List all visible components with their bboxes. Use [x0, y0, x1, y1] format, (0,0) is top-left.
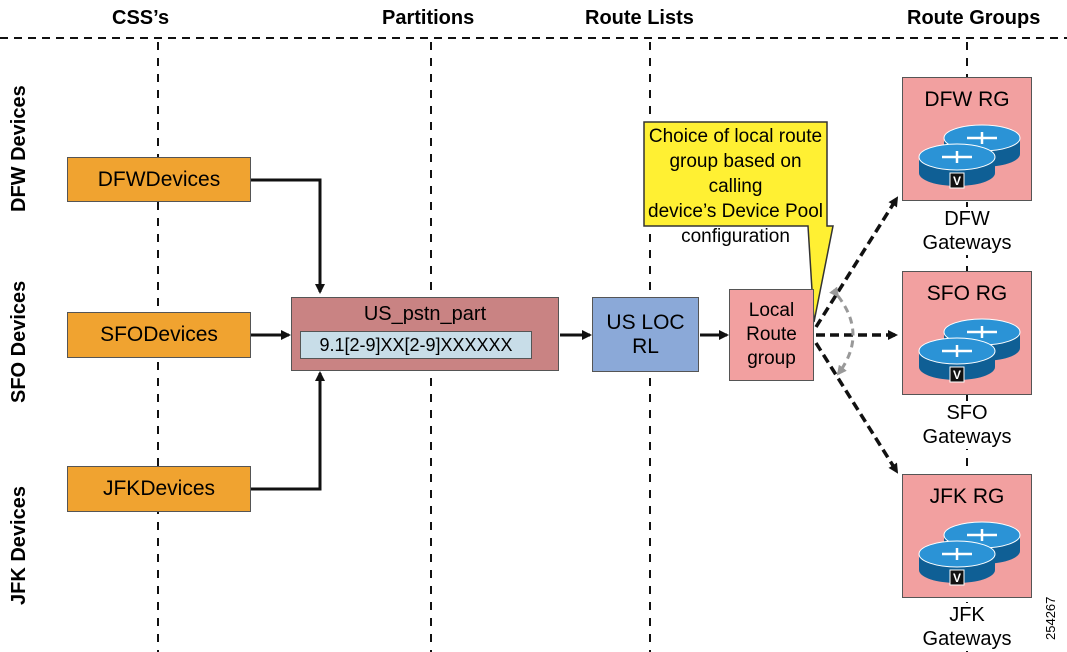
partition-box: US_pstn_part 9.1[2-9]XX[2-9]XXXXXX: [291, 297, 559, 371]
css-box-jfk: JFKDevices: [67, 466, 251, 512]
gateway-site-jfk: JFK: [949, 604, 985, 626]
route-pattern: 9.1[2-9]XX[2-9]XXXXXX: [300, 331, 532, 359]
callout-line4: configuration: [681, 226, 790, 247]
gateway-label-sfo: SFO Gateways: [912, 401, 1022, 449]
gateway-word-sfo: Gateways: [922, 426, 1012, 448]
callout-line2: group based on calling: [669, 151, 802, 197]
route-group-dfw: DFW RG V: [902, 77, 1032, 201]
row-label-jfk: JFK Devices: [8, 486, 30, 605]
router-icon: V: [918, 318, 1021, 383]
lrg-line2: Route: [746, 324, 797, 345]
header-route-lists: Route Lists: [585, 7, 694, 29]
header-css: CSS’s: [112, 7, 170, 29]
callout-line1: Choice of local route: [648, 126, 823, 147]
header-partitions: Partitions: [382, 7, 475, 29]
partition-name: US_pstn_part: [363, 303, 487, 325]
css-box-sfo: SFODevices: [67, 312, 251, 358]
rg-title-jfk: JFK RG: [929, 485, 1005, 508]
local-route-group-box: Local Route group: [729, 289, 814, 381]
route-group-sfo: SFO RG V: [902, 271, 1032, 395]
gateway-label-dfw: DFW Gateways: [912, 207, 1022, 255]
gateway-site-sfo: SFO: [946, 402, 988, 424]
router-badge: V: [953, 571, 961, 585]
route-list-box: US LOC RL: [592, 297, 699, 372]
selection-arc: [829, 286, 855, 376]
lrg-line3: group: [747, 348, 796, 369]
gateway-word-jfk: Gateways: [922, 628, 1012, 650]
route-group-jfk: JFK RG V: [902, 474, 1032, 598]
gateway-label-jfk: JFK Gateways: [912, 603, 1022, 651]
router-icon: V: [918, 124, 1021, 189]
callout-line3: device’s Device Pool: [648, 201, 823, 222]
router-badge: V: [953, 368, 961, 382]
row-label-dfw: DFW Devices: [8, 85, 30, 212]
header-route-groups: Route Groups: [907, 7, 1041, 29]
rg-title-sfo: SFO RG: [926, 282, 1008, 305]
arrow-lrg-to-jfk-rg: [814, 342, 899, 474]
callout-shape: [643, 121, 834, 323]
route-list-line2: RL: [632, 334, 659, 358]
row-label-sfo: SFO Devices: [8, 280, 30, 403]
gateway-site-dfw: DFW: [944, 208, 990, 230]
arrow-jfk-to-partition: [251, 371, 325, 491]
css-box-dfw: DFWDevices: [67, 157, 251, 202]
arrow-dfw-to-partition: [251, 178, 325, 294]
gateway-word-dfw: Gateways: [922, 232, 1012, 254]
figure-id: 254267: [1043, 596, 1058, 640]
rg-title-dfw: DFW RG: [924, 88, 1010, 111]
router-icon: V: [918, 521, 1021, 586]
route-list-line1: US LOC: [606, 310, 685, 334]
callout-text: Choice of local route group based on cal…: [644, 124, 827, 249]
lrg-line1: Local: [748, 300, 795, 321]
router-badge: V: [953, 174, 961, 188]
arrow-lrg-to-dfw-rg: [814, 196, 899, 328]
